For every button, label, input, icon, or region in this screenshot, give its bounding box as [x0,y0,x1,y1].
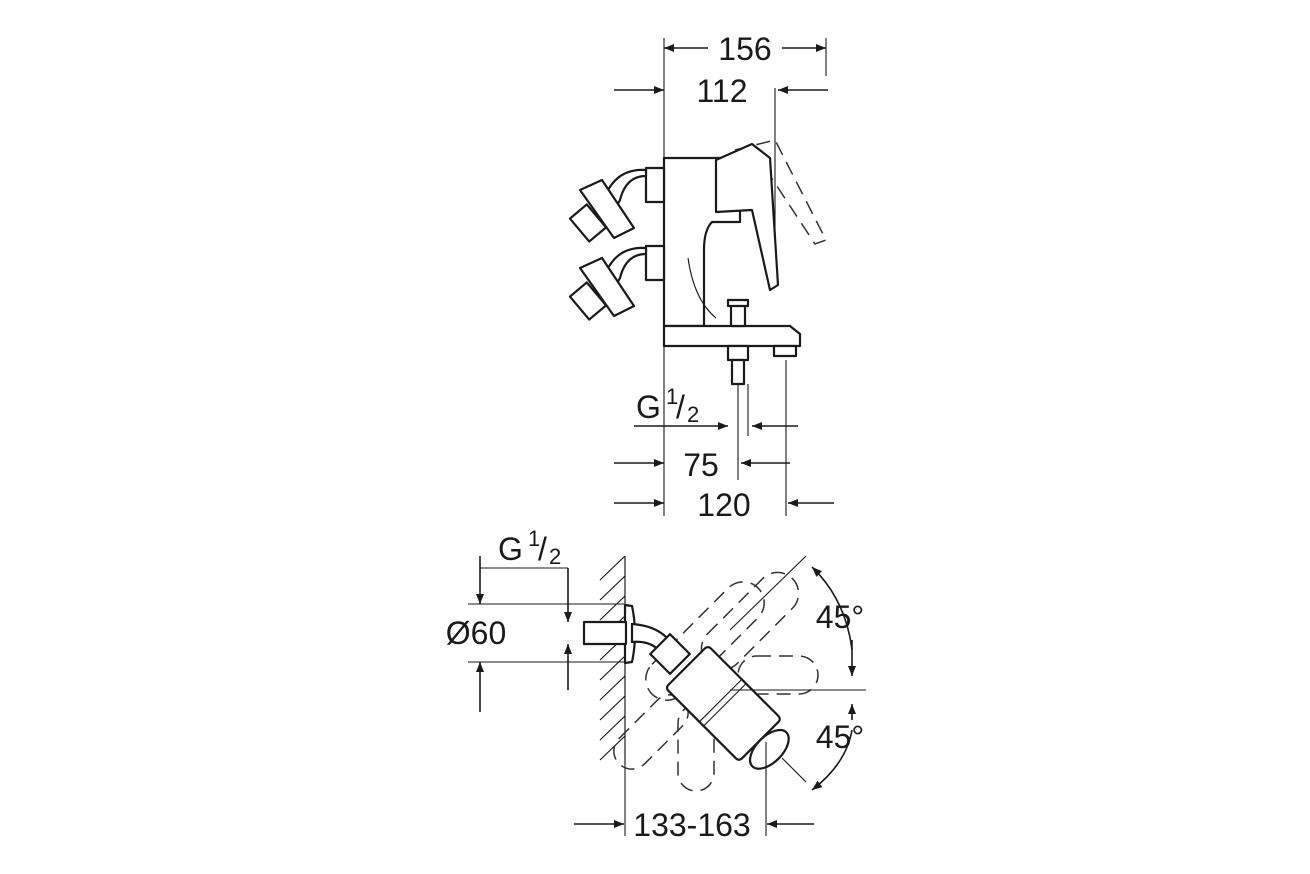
inlet-thread-lower [568,281,608,321]
inlet-thread [582,620,628,646]
thread-label-bottom-letter: G [498,531,523,567]
body-contour-line [687,257,717,319]
side-view: 156 112 [568,31,834,523]
dim-label-120: 120 [697,487,750,523]
diverter-cap [726,298,750,308]
angle-arc-lower [811,729,853,791]
dim-label-75: 75 [683,447,719,483]
mixer-plan-cap [748,728,790,770]
hose-connector-thread [730,358,746,386]
dim-label-156: 156 [718,31,771,67]
s-union-lower [568,244,666,321]
spout-outlet [772,344,798,358]
thread-label-bottom-slash: / [538,531,547,567]
dim-label-112: 112 [696,73,747,109]
thread-label-top-slash: / [676,389,685,425]
thread-label-bottom-denominator: 2 [549,544,561,569]
ghost-lower-1 [613,694,689,770]
spout-base [662,324,802,348]
mixer-plan [665,645,790,770]
angle-label-upper: 45° [816,599,864,635]
union-nut-lower [644,244,666,282]
diverter-knob [729,302,747,328]
inlet-thread-upper [568,203,608,243]
union-nut-upper [644,166,666,204]
dim-label-projection: 133-163 [633,807,750,843]
angle-ref-lower [781,757,807,783]
lever-swing-outline [734,139,828,245]
angle-arc-upper [811,566,853,651]
wall-hatch [599,555,626,764]
ghost-horizontal [737,655,819,695]
lever-handle [714,142,780,292]
dim-label-diameter: Ø60 [446,615,506,651]
thread-label-top-letter: G [636,389,661,425]
hose-connector-nut [726,344,750,362]
thread-label-bottom-numerator: 1 [528,526,540,551]
angle-ref-upper [729,555,807,631]
s-union-upper [568,166,666,243]
union-nut [649,633,691,675]
angle-label-lower: 45° [816,719,864,755]
plan-view: G 1 / 2 Ø60 45° 45° 133-163 [446,526,866,843]
ghost-upper-2 [645,581,765,701]
thread-label-top-denominator: 2 [687,402,699,427]
thread-label-top-numerator: 1 [666,384,678,409]
